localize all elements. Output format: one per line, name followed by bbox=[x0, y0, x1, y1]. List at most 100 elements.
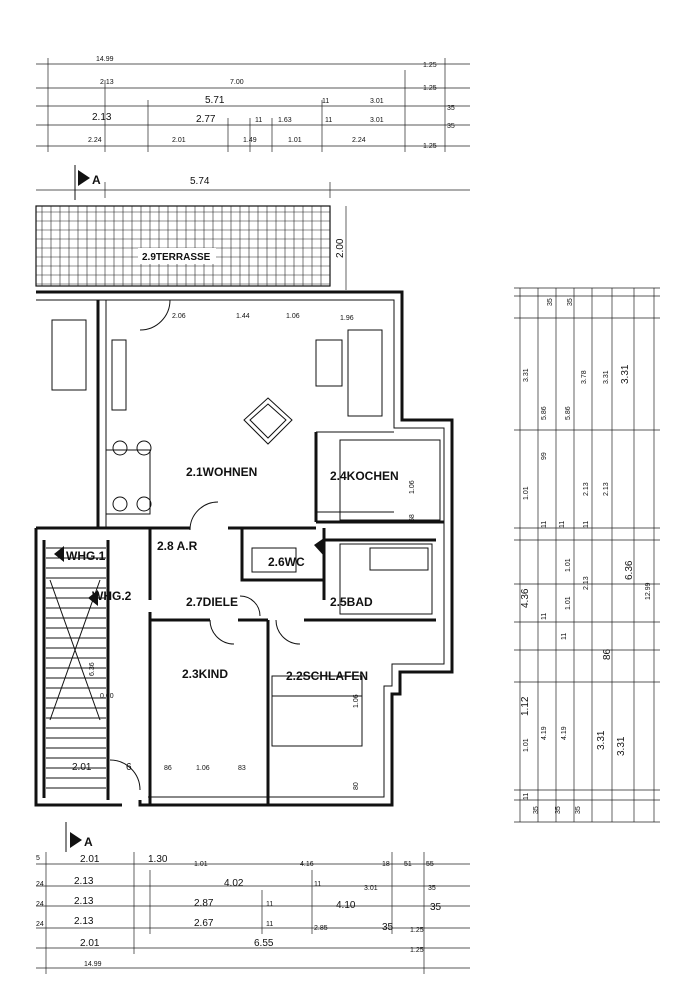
svg-text:1.06: 1.06 bbox=[196, 765, 210, 772]
svg-text:2.67: 2.67 bbox=[194, 918, 214, 929]
bottom-dimension-chain: 5 2.01 1.30 1.01 4.16 18 51 55 24 2.13 4… bbox=[36, 852, 470, 974]
svg-text:86: 86 bbox=[602, 648, 613, 660]
svg-text:1.01: 1.01 bbox=[565, 596, 572, 610]
svg-text:3.78: 3.78 bbox=[581, 370, 588, 384]
svg-text:3.31: 3.31 bbox=[620, 364, 631, 384]
room-label-wc: 2.6WC bbox=[268, 555, 305, 569]
dim-top-r2-a: 5.71 bbox=[205, 95, 225, 106]
svg-text:4.19: 4.19 bbox=[561, 726, 568, 740]
svg-text:1.44: 1.44 bbox=[236, 313, 250, 320]
dim-top-r1-a: 2.13 bbox=[100, 79, 114, 86]
svg-text:35: 35 bbox=[567, 298, 574, 306]
svg-text:51: 51 bbox=[404, 861, 412, 868]
svg-text:35: 35 bbox=[382, 922, 394, 933]
svg-text:2.85: 2.85 bbox=[314, 925, 328, 932]
svg-text:11: 11 bbox=[523, 793, 530, 800]
inner-dimensions: 2.06 1.44 1.06 1.96 1.06 68 86 1.06 83 1… bbox=[72, 313, 416, 790]
dim-top-r3-c: 11 bbox=[255, 117, 262, 124]
furniture bbox=[51, 319, 441, 747]
svg-text:35: 35 bbox=[547, 298, 554, 306]
svg-text:2.13: 2.13 bbox=[74, 916, 94, 927]
dim-top-r3-f: 3.01 bbox=[370, 117, 384, 124]
svg-text:4.02: 4.02 bbox=[224, 878, 244, 889]
svg-text:3.31: 3.31 bbox=[603, 370, 610, 384]
dim-top-r4-b: 2.01 bbox=[172, 137, 186, 144]
svg-text:1.01: 1.01 bbox=[565, 558, 572, 572]
svg-text:1.06: 1.06 bbox=[409, 480, 416, 494]
svg-text:11: 11 bbox=[314, 881, 321, 888]
dim-top-r3-g: 35 bbox=[447, 123, 455, 130]
svg-text:4.16: 4.16 bbox=[300, 861, 314, 868]
svg-text:3.31: 3.31 bbox=[523, 368, 530, 382]
svg-text:2.13: 2.13 bbox=[583, 576, 590, 590]
svg-text:11: 11 bbox=[541, 613, 548, 620]
room-label-kind: 2.3KIND bbox=[182, 667, 228, 681]
svg-text:6.36: 6.36 bbox=[624, 560, 635, 580]
dim-top-r1-b: 7.00 bbox=[230, 79, 244, 86]
label-whg2: WHG.2 bbox=[92, 589, 132, 603]
dim-top-r1-c: 1.25 bbox=[423, 85, 437, 92]
svg-text:3.01: 3.01 bbox=[364, 885, 378, 892]
label-whg1: WHG.1 bbox=[66, 549, 106, 563]
svg-text:11: 11 bbox=[266, 901, 273, 908]
room-label-wohnen: 2.1WOHNEN bbox=[186, 465, 257, 479]
svg-text:12.99: 12.99 bbox=[645, 582, 652, 600]
svg-text:14.99: 14.99 bbox=[84, 961, 102, 968]
svg-text:24: 24 bbox=[36, 881, 44, 888]
svg-text:1.25: 1.25 bbox=[410, 947, 424, 954]
svg-text:2.06: 2.06 bbox=[172, 313, 186, 320]
dim-top-r3-b: 2.77 bbox=[196, 114, 216, 125]
svg-text:1.25: 1.25 bbox=[410, 927, 424, 934]
svg-text:35: 35 bbox=[430, 902, 442, 913]
room-label-ar: 2.8 A.R bbox=[157, 539, 198, 553]
dim-top-r4-e: 2.24 bbox=[352, 137, 366, 144]
svg-text:6.36: 6.36 bbox=[89, 662, 96, 676]
room-label-terrasse: 2.9TERRASSE bbox=[142, 252, 211, 263]
svg-text:1.96: 1.96 bbox=[340, 315, 354, 322]
section-mark-top: A bbox=[74, 165, 101, 200]
svg-text:0.00: 0.00 bbox=[100, 693, 114, 700]
svg-text:2.13: 2.13 bbox=[74, 896, 94, 907]
svg-text:2.87: 2.87 bbox=[194, 898, 214, 909]
svg-text:83: 83 bbox=[238, 765, 246, 772]
room-label-bad: 2.5BAD bbox=[330, 595, 373, 609]
dim-top-r3-e: 11 bbox=[325, 117, 332, 124]
dim-top-r2-d: 35 bbox=[447, 105, 455, 112]
room-label-schlafen: 2.2SCHLAFEN bbox=[286, 669, 368, 683]
svg-text:11: 11 bbox=[583, 521, 590, 528]
svg-text:11: 11 bbox=[561, 633, 568, 640]
dim-top-r3-d: 1.63 bbox=[278, 117, 292, 124]
svg-text:3.31: 3.31 bbox=[616, 736, 627, 756]
dim-top-r4-a: 2.24 bbox=[88, 137, 102, 144]
svg-text:18: 18 bbox=[382, 861, 390, 868]
svg-text:3.31: 3.31 bbox=[596, 730, 607, 750]
svg-text:1.06: 1.06 bbox=[353, 694, 360, 708]
right-dimension-chain: 3.31 5.86 5.86 3.78 3.31 3.31 1.01 99 2.… bbox=[514, 287, 660, 823]
svg-text:35: 35 bbox=[555, 806, 562, 814]
room-label-diele: 2.7DIELE bbox=[186, 595, 238, 609]
svg-text:6: 6 bbox=[126, 762, 132, 773]
svg-text:1.12: 1.12 bbox=[520, 696, 531, 716]
dim-top-r4-c: 1.49 bbox=[243, 137, 257, 144]
svg-text:1.30: 1.30 bbox=[148, 854, 168, 865]
dim-top-total: 14.99 bbox=[96, 56, 114, 63]
svg-text:4.36: 4.36 bbox=[520, 588, 531, 608]
svg-text:2.13: 2.13 bbox=[74, 876, 94, 887]
staircase bbox=[46, 547, 106, 789]
svg-text:99: 99 bbox=[541, 452, 548, 460]
section-mark-bottom: A bbox=[65, 822, 93, 852]
dim-top-r2-b: 11 bbox=[322, 98, 329, 105]
svg-text:2.01: 2.01 bbox=[72, 762, 92, 773]
svg-text:11: 11 bbox=[559, 521, 566, 528]
terrace: 2.9TERRASSE 2.00 bbox=[35, 205, 347, 290]
room-label-kochen: 2.4KOCHEN bbox=[330, 469, 399, 483]
svg-text:68: 68 bbox=[409, 514, 416, 522]
dim-top-r3-a: 2.13 bbox=[92, 112, 112, 123]
svg-text:55: 55 bbox=[426, 861, 434, 868]
svg-text:11: 11 bbox=[266, 921, 273, 928]
svg-text:35: 35 bbox=[533, 806, 540, 814]
dim-top-r4-d: 1.01 bbox=[288, 137, 302, 144]
svg-text:2.13: 2.13 bbox=[583, 482, 590, 496]
svg-text:4.19: 4.19 bbox=[541, 726, 548, 740]
